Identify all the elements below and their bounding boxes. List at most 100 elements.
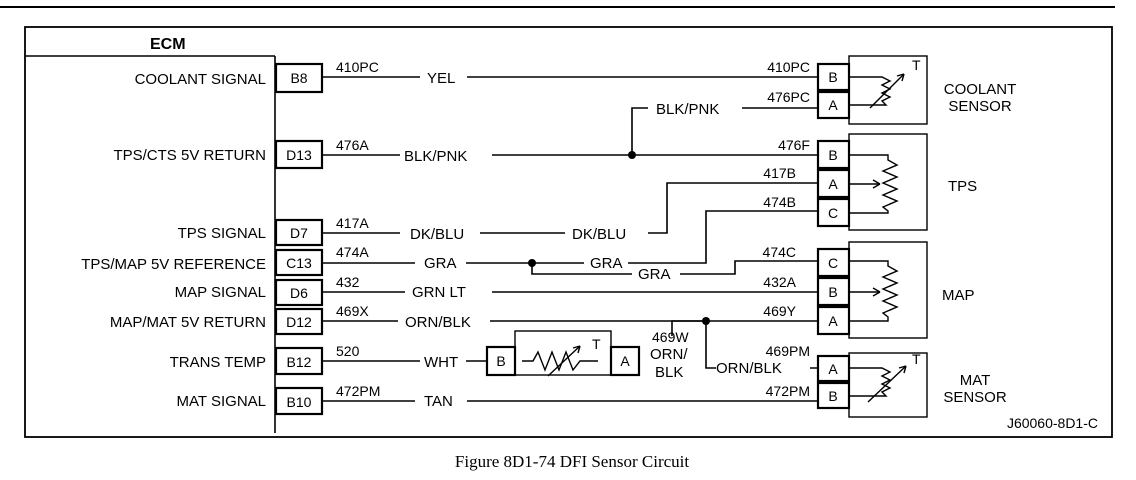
coolant-pin-b: B bbox=[828, 69, 837, 85]
wire-label-432a: 432A bbox=[763, 274, 796, 290]
figure-ref-code: J60060-8D1-C bbox=[1007, 415, 1098, 431]
ecm-block: ECM COOLANT SIGNAL TPS/CTS 5V RETURN TPS… bbox=[25, 36, 324, 433]
trans-pin-a: A bbox=[620, 353, 630, 369]
wire-color-ornblk-main: ORN/BLK bbox=[405, 314, 471, 331]
wire-color-blkpnk-branch: BLK/PNK bbox=[656, 101, 719, 118]
pin-d6: D6 bbox=[290, 285, 308, 301]
pin-box-d13 bbox=[274, 139, 324, 170]
ecm-signal-tps-map-ref: TPS/MAP 5V REFERENCE bbox=[81, 256, 266, 273]
wire-color-gra-3: GRA bbox=[638, 266, 671, 283]
mat-sensor: A B T MAT SENSOR bbox=[816, 351, 1007, 418]
wire-label-476a: 476A bbox=[336, 137, 369, 153]
tps-pin-box-c bbox=[816, 197, 851, 228]
pin-d13: D13 bbox=[286, 147, 312, 163]
tps-sensor-body bbox=[848, 133, 928, 231]
ecm-signal-map: MAP SIGNAL bbox=[175, 284, 266, 301]
tps-sensor-name: TPS bbox=[948, 178, 977, 195]
map-sensor-name: MAP bbox=[942, 287, 975, 304]
wire-label-474a: 474A bbox=[336, 244, 369, 260]
wire-map-mat-return: 469X ORN/BLK 469Y 469W ORN/ BLK 469PM OR… bbox=[322, 303, 818, 381]
figure-frame bbox=[24, 26, 1113, 438]
wire-tps-signal: 417A DK/BLU DK/BLU 417B bbox=[322, 165, 818, 243]
wire-label-417b: 417B bbox=[763, 165, 796, 181]
pin-c13: C13 bbox=[286, 255, 312, 271]
tps-pin-b: B bbox=[828, 147, 837, 163]
ecm-signal-mat: MAT SIGNAL bbox=[177, 393, 266, 410]
trans-pin-b: B bbox=[496, 353, 505, 369]
map-pin-box-a bbox=[816, 305, 851, 336]
coolant-temp-symbol: T bbox=[912, 57, 921, 73]
wire-label-417a: 417A bbox=[336, 215, 369, 231]
tps-pin-c: C bbox=[828, 205, 838, 221]
coolant-sensor-body bbox=[848, 55, 928, 125]
map-pin-box-b bbox=[816, 276, 851, 307]
map-sensor: C B A MAP bbox=[816, 241, 975, 339]
pin-box-c13 bbox=[274, 248, 324, 277]
mat-pin-box-b bbox=[816, 381, 851, 410]
ecm-signal-tps: TPS SIGNAL bbox=[178, 225, 266, 242]
tps-pin-box-b bbox=[816, 139, 851, 170]
pin-b8: B8 bbox=[290, 70, 307, 86]
trans-pin-box-a bbox=[609, 345, 641, 377]
mat-sensor-name-1: MAT bbox=[960, 372, 991, 389]
wire-label-410pc-ecm: 410PC bbox=[336, 59, 379, 75]
map-sensor-body bbox=[848, 241, 928, 339]
wire-label-472pm-sensor: 472PM bbox=[766, 383, 810, 399]
wire-coolant-signal: 410PC YEL 410PC bbox=[322, 59, 818, 87]
figure-caption: Figure 8D1-74 DFI Sensor Circuit bbox=[455, 452, 689, 471]
tps-pin-box-a bbox=[816, 168, 851, 199]
mat-pin-b: B bbox=[828, 388, 837, 404]
pin-d7: D7 bbox=[290, 225, 308, 241]
pin-b10: B10 bbox=[287, 394, 312, 410]
map-pin-a: A bbox=[828, 313, 838, 329]
wire-label-469w: 469W bbox=[652, 329, 689, 345]
wire-color-blk: BLK bbox=[655, 364, 683, 381]
wire-color-grnlt: GRN LT bbox=[412, 284, 466, 301]
pin-d12: D12 bbox=[286, 314, 312, 330]
pin-box-b12 bbox=[274, 346, 324, 376]
wire-label-474b: 474B bbox=[763, 194, 796, 210]
coolant-pin-a: A bbox=[828, 97, 838, 113]
wire-label-472pm-ecm: 472PM bbox=[336, 383, 380, 399]
trans-thermistor-icon bbox=[522, 350, 598, 372]
wire-tps-map-reference: 474A GRA GRA GRA 474B 474C bbox=[322, 194, 818, 283]
tps-potentiometer-icon bbox=[849, 154, 899, 214]
wire-tps-cts-return: 476A BLK/PNK 476F BLK/PNK 476PC bbox=[322, 89, 818, 165]
wire-label-520: 520 bbox=[336, 343, 360, 359]
ecm-signal-trans-temp: TRANS TEMP bbox=[170, 354, 266, 371]
wire-label-476f: 476F bbox=[778, 137, 810, 153]
map-pin-c: C bbox=[828, 255, 838, 271]
trans-temp-symbol: T bbox=[592, 336, 601, 352]
wire-color-wht: WHT bbox=[424, 354, 458, 371]
ecm-signal-coolant: COOLANT SIGNAL bbox=[135, 71, 266, 88]
coolant-sensor-name-2: SENSOR bbox=[948, 98, 1012, 115]
tps-sensor: B A C TPS bbox=[816, 133, 977, 231]
pin-box-b10 bbox=[274, 386, 324, 416]
mat-thermistor-icon bbox=[849, 367, 892, 397]
wire-label-469x: 469X bbox=[336, 303, 369, 319]
wire-color-yel: YEL bbox=[427, 70, 455, 87]
wire-color-gra-1: GRA bbox=[424, 255, 457, 272]
pin-b12: B12 bbox=[287, 354, 312, 370]
ecm-signal-tps-cts-return: TPS/CTS 5V RETURN bbox=[113, 147, 266, 164]
map-potentiometer-icon bbox=[849, 260, 899, 322]
wire-map-signal: 432 GRN LT 432A bbox=[322, 274, 818, 301]
wire-color-gra-2: GRA bbox=[590, 255, 623, 272]
coolant-sensor: B A T COOLANT SENSOR bbox=[816, 55, 1017, 125]
pin-box-b8 bbox=[274, 62, 324, 94]
map-pin-b: B bbox=[828, 284, 837, 300]
wire-label-410pc-sensor: 410PC bbox=[767, 59, 810, 75]
wire-color-orn-slash: ORN/ bbox=[650, 346, 688, 363]
wire-label-432: 432 bbox=[336, 274, 360, 290]
mat-sensor-body bbox=[848, 352, 928, 418]
coolant-sensor-name-1: COOLANT bbox=[944, 81, 1017, 98]
wire-mat-signal: 472PM TAN 472PM bbox=[322, 383, 818, 410]
tps-pin-a: A bbox=[828, 176, 838, 192]
wire-color-blkpnk-main: BLK/PNK bbox=[404, 148, 467, 165]
wire-label-469pm: 469PM bbox=[766, 343, 810, 359]
wire-color-ornblk-mat: ORN/BLK bbox=[716, 360, 782, 377]
wire-trans-temp: 520 WHT bbox=[322, 343, 487, 371]
wire-label-474c: 474C bbox=[763, 244, 796, 260]
wire-label-469y: 469Y bbox=[763, 303, 796, 319]
